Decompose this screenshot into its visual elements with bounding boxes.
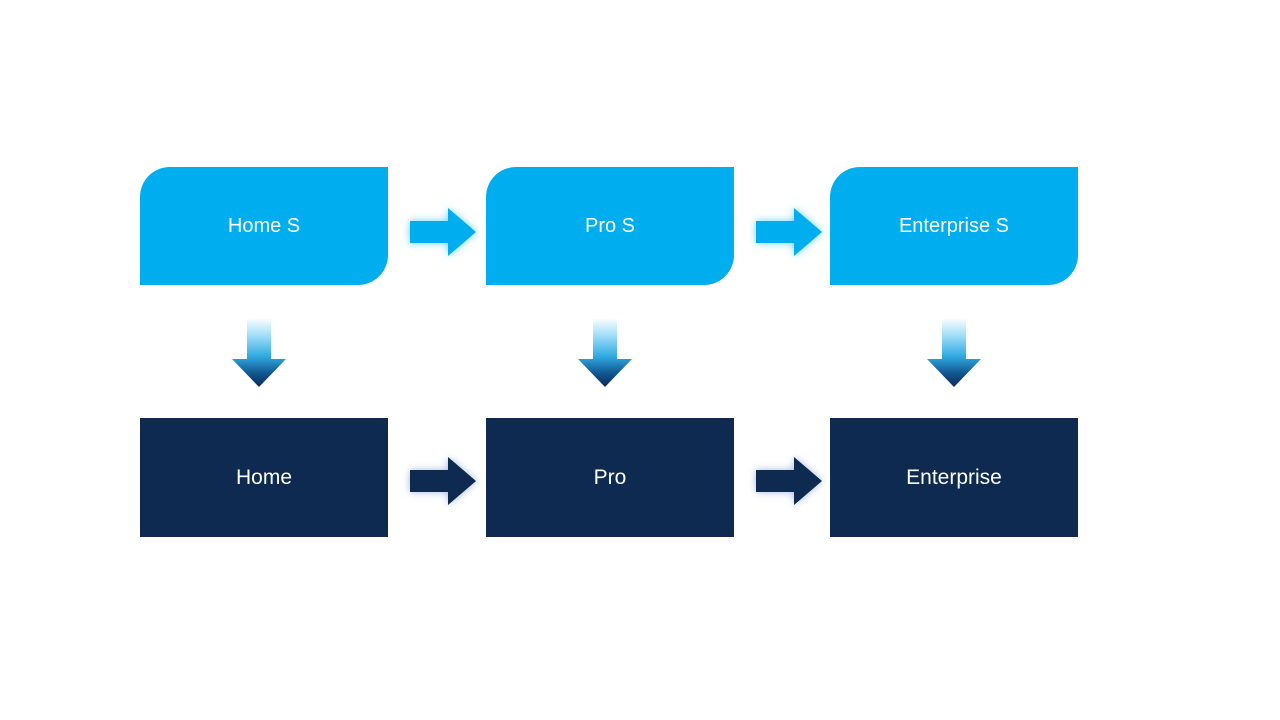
down-arrow-icon — [232, 319, 286, 387]
top-node-enterprise-s-label: Enterprise S — [898, 214, 1010, 237]
bottom-node-home: Home — [140, 418, 388, 537]
top-node-home-s-label: Home S — [227, 214, 301, 237]
top-node-pro-s: Pro S — [486, 167, 734, 285]
down-arrow-icon — [578, 319, 632, 387]
right-arrow-icon — [756, 208, 822, 256]
top-node-home-s: Home S — [140, 167, 388, 285]
top-node-pro-s-label: Pro S — [584, 214, 636, 237]
bottom-node-enterprise: Enterprise — [830, 418, 1078, 537]
down-arrow-icon — [927, 319, 981, 387]
bottom-node-pro-label: Pro — [593, 465, 627, 489]
right-arrow-icon — [756, 457, 822, 505]
bottom-node-home-label: Home — [235, 465, 293, 489]
bottom-node-enterprise-label: Enterprise — [906, 465, 1002, 489]
right-arrow-icon — [410, 457, 476, 505]
top-node-enterprise-s: Enterprise S — [830, 167, 1078, 285]
right-arrow-icon — [410, 208, 476, 256]
bottom-node-pro: Pro — [486, 418, 734, 537]
